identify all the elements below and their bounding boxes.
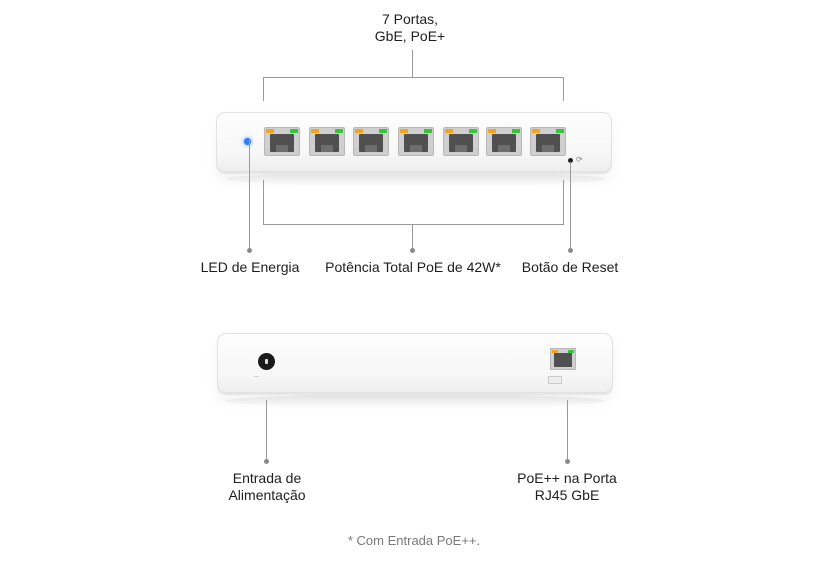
rj45-port-icon (309, 127, 345, 156)
power-led-leader (249, 140, 250, 250)
power-led-icon (244, 138, 251, 145)
rear-device: — (217, 333, 613, 393)
uplink-label: PoE++ na Porta RJ45 GbE (507, 470, 627, 504)
power-led-leader-dot (247, 248, 252, 253)
ports-bracket-top (263, 77, 564, 78)
ports-label: 7 Portas, GbE, PoE+ (355, 11, 465, 45)
power-input-leader (266, 400, 267, 460)
front-device-shadow (225, 172, 605, 186)
uplink-port-icon (550, 348, 576, 370)
power-led-label: LED de Energia (200, 259, 300, 275)
rj45-port-icon (353, 127, 389, 156)
dc-power-jack-icon (258, 353, 275, 370)
uplink-leader (567, 400, 568, 460)
dc-jack-marking: — (254, 374, 259, 380)
poe-bracket-left (263, 180, 264, 224)
ports-bracket-left (263, 77, 264, 101)
uplink-leader-dot (565, 459, 570, 464)
reset-label: Botão de Reset (521, 259, 619, 275)
power-input-leader-dot (264, 459, 269, 464)
rj45-port-icon (264, 127, 300, 156)
rear-device-shadow (225, 394, 605, 408)
uplink-port-marking (548, 376, 563, 384)
reset-leader-dot (568, 248, 573, 253)
ports-bracket-right (563, 77, 564, 101)
poe-leader-dot (410, 248, 415, 253)
reset-button-hole-icon (568, 158, 573, 163)
rj45-port-icon (486, 127, 522, 156)
uplink-label-line1: PoE++ na Porta (517, 470, 617, 486)
reset-leader (570, 162, 571, 250)
ports-label-line1: 7 Portas, (381, 11, 439, 27)
front-device: ⟳ (216, 112, 612, 172)
power-input-label-line2: Alimentação (228, 487, 306, 503)
power-input-label-line1: Entrada de (232, 470, 302, 486)
uplink-label-line2: RJ45 GbE (534, 487, 600, 503)
footnote: * Com Entrada PoE++. (347, 533, 481, 548)
poe-total-label: Potência Total PoE de 42W* (325, 259, 501, 275)
rj45-port-icon (443, 127, 479, 156)
rj45-port-icon (530, 127, 566, 156)
ports-leader-vertical (412, 50, 413, 77)
ports-label-line2: GbE, PoE+ (374, 28, 446, 44)
power-input-label: Entrada de Alimentação (207, 470, 327, 504)
poe-leader-vertical (412, 224, 413, 250)
poe-bracket-bottom (263, 224, 564, 225)
poe-bracket-right (563, 180, 564, 224)
rj45-port-icon (398, 127, 434, 156)
reset-symbol-icon: ⟳ (576, 155, 583, 164)
